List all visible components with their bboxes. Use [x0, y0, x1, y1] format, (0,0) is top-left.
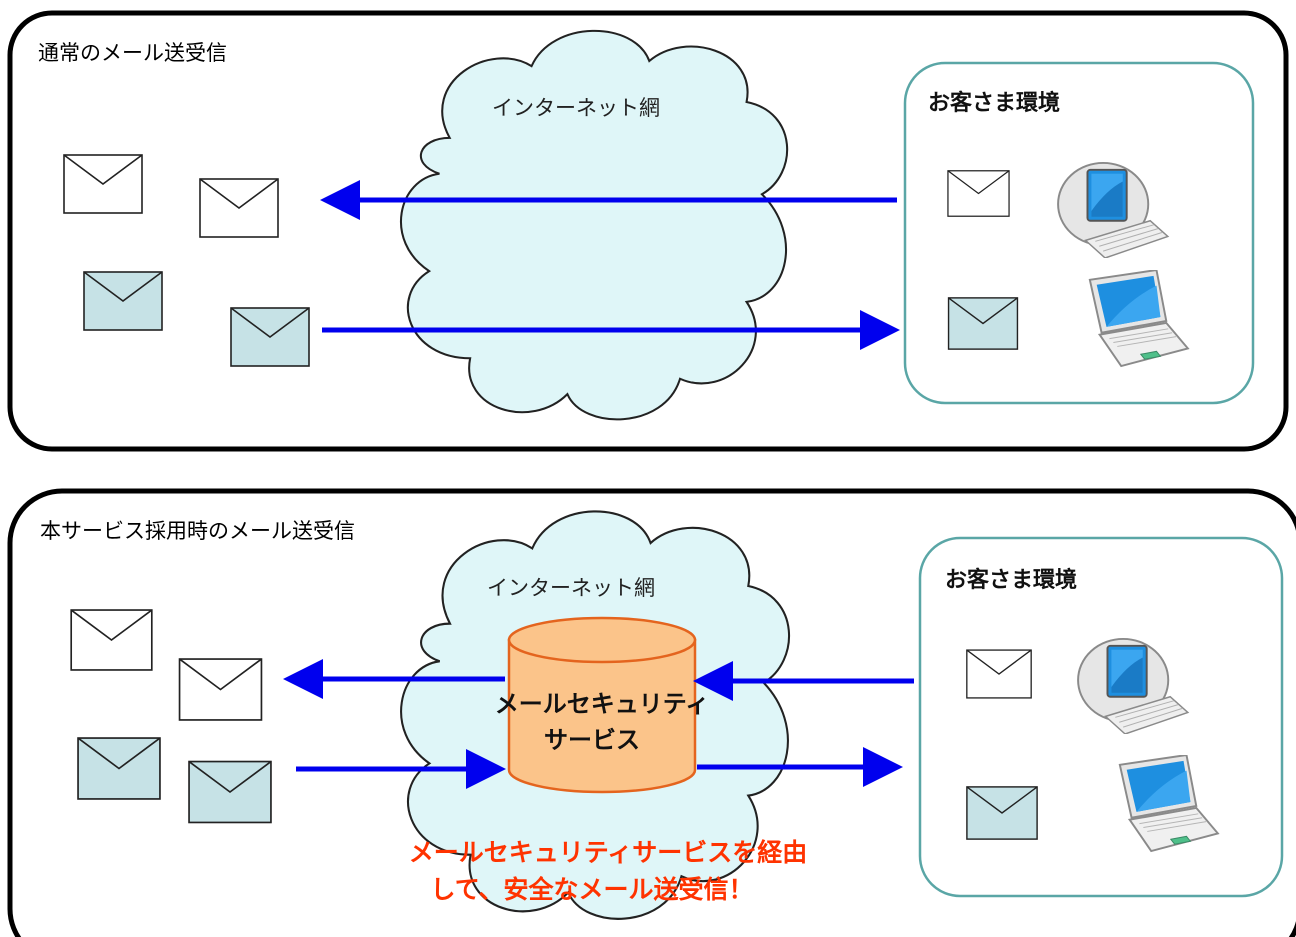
envelope-icon	[77, 737, 161, 800]
envelope-icon	[966, 786, 1038, 840]
cloud-label: インターネット網	[487, 576, 655, 600]
cloud-label: インターネット網	[492, 96, 660, 120]
panel-service-mail: 本サービス採用時のメール送受信 インターネット網 お客さま環境 メールセキュリテ…	[7, 488, 1296, 937]
panel-title: 本サービス採用時のメール送受信	[40, 519, 355, 543]
envelope-icon	[83, 271, 163, 331]
envelope-icon	[230, 307, 310, 367]
panel-title: 通常のメール送受信	[38, 41, 227, 65]
envelope-icon	[947, 170, 1010, 217]
panel-title-background	[36, 510, 446, 546]
customer-environment-label: お客さま環境	[945, 567, 1077, 593]
caption-line2: して、安全なメール送受信！	[430, 875, 753, 904]
envelope-icon	[966, 649, 1032, 699]
server-label-line2: サービス	[544, 726, 640, 754]
server-label-line1: メールセキュリティ	[495, 690, 710, 718]
envelope-icon	[199, 178, 279, 238]
envelope-icon	[70, 609, 153, 671]
envelope-icon	[63, 154, 143, 214]
panel-normal-mail: 通常のメール送受信 インターネット網 お客さま環境	[7, 10, 1289, 452]
envelope-icon	[947, 297, 1019, 350]
caption-line1: メールセキュリティサービスを経由	[409, 838, 808, 867]
database-server-icon	[507, 616, 697, 794]
envelope-icon	[178, 658, 263, 721]
customer-environment-label: お客さま環境	[928, 90, 1060, 116]
envelope-icon	[188, 760, 272, 824]
